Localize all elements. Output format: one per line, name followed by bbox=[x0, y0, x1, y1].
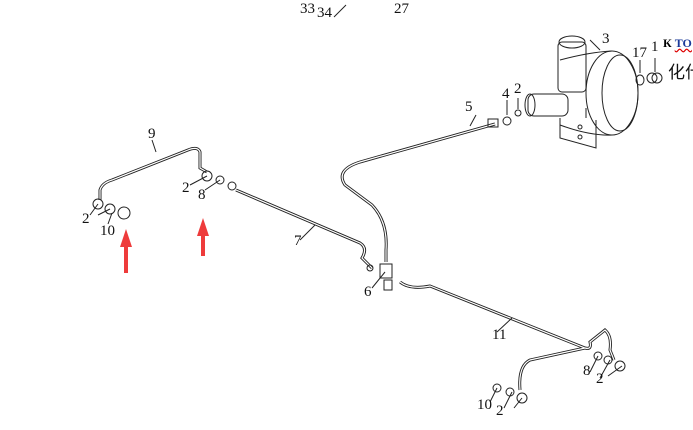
part-2: 2 bbox=[182, 180, 190, 196]
part-6: 6 bbox=[364, 284, 372, 300]
part-8: 8 bbox=[198, 187, 206, 203]
part-2: 2 bbox=[82, 211, 90, 227]
part-2: 2 bbox=[514, 81, 522, 97]
red-arrows bbox=[120, 218, 209, 273]
leader-line bbox=[333, 4, 347, 18]
part-8: 8 bbox=[583, 363, 591, 379]
label-33: 33 bbox=[300, 1, 315, 17]
part-10: 10 bbox=[100, 223, 115, 239]
part-1: 1 bbox=[651, 39, 659, 55]
arrow-up-icon bbox=[120, 229, 132, 273]
label-34: 34 bbox=[317, 5, 332, 21]
part-3: 3 bbox=[602, 31, 610, 47]
part-2: 2 bbox=[496, 403, 504, 419]
part-2: 2 bbox=[596, 371, 604, 387]
part-5: 5 bbox=[465, 99, 473, 115]
part-10: 10 bbox=[477, 397, 492, 413]
part-4: 4 bbox=[502, 86, 510, 102]
arrow-up-icon bbox=[197, 218, 209, 256]
note-kto: К ТО bbox=[663, 36, 692, 50]
part-7: 7 bbox=[294, 233, 302, 249]
part-9: 9 bbox=[148, 126, 156, 142]
label-27: 27 bbox=[394, 1, 409, 17]
air-tank bbox=[524, 35, 639, 149]
part-11: 11 bbox=[492, 327, 507, 343]
note-chinese: 化什 bbox=[668, 63, 693, 83]
part-17: 17 bbox=[632, 45, 647, 61]
